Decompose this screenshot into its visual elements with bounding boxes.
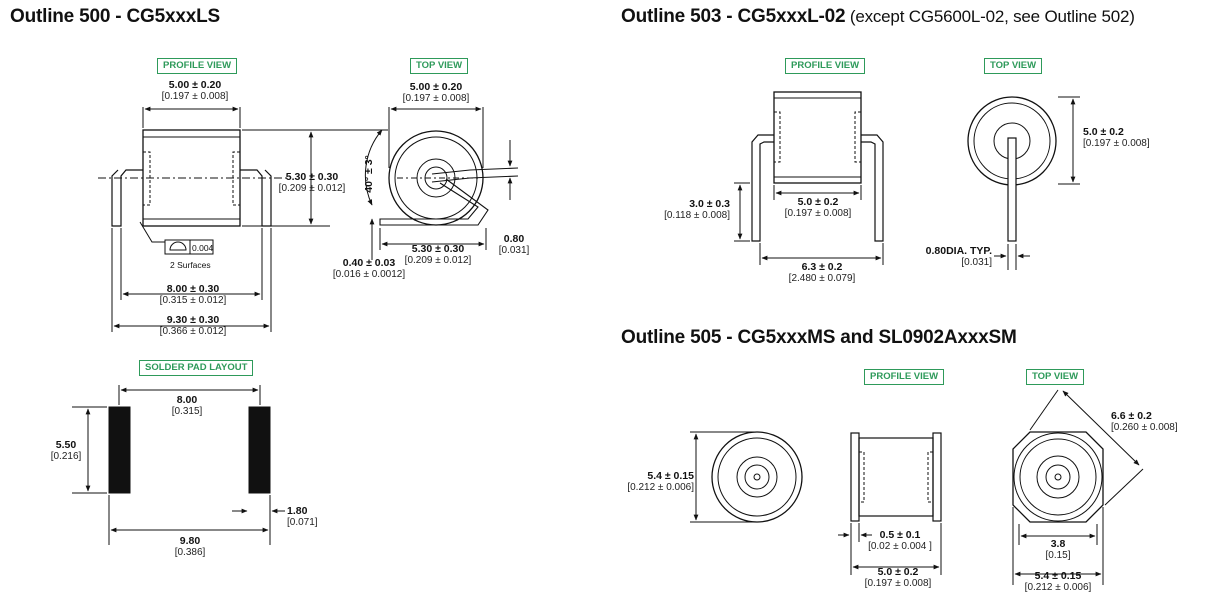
outline503-dim-wire: 0.80DIA. TYP. [0.031] <box>922 245 992 269</box>
outline503-dim-span: 6.3 ± 0.2 [2.480 ± 0.079] <box>778 261 866 285</box>
dim-alt: [0.031] <box>498 245 530 256</box>
dim-main: 3.8 <box>1050 538 1066 550</box>
outline500-top-view-tag: TOP VIEW <box>410 58 469 74</box>
outline500-top-width: 5.00 ± 0.20 [0.197 ± 0.008] <box>391 81 481 105</box>
outline503-title-main: Outline 503 - CG5xxxL-02 <box>621 6 846 27</box>
outline503-top-view-tag: TOP VIEW <box>984 58 1043 74</box>
dim-alt: [0.209 ± 0.012] <box>278 183 346 194</box>
outline500-dim-width: 5.00 ± 0.20 [0.197 ± 0.008] <box>150 79 240 103</box>
outline505-dim-inner: 3.8 [0.15] <box>1038 538 1078 562</box>
dim-alt: [2.480 ± 0.079] <box>788 273 856 284</box>
outline500-top-lead: 5.30 ± 0.30 [0.209 ± 0.012] <box>398 243 478 267</box>
outline500-top-drawing <box>364 106 519 260</box>
dim-alt: [0.212 ± 0.006] <box>627 482 694 493</box>
dim-alt: [0.02 ± 0.004 ] <box>868 541 932 552</box>
outline503-profile-drawing <box>734 91 884 265</box>
outline505-top-view-tag: TOP VIEW <box>1026 369 1085 385</box>
dim-alt: [0.260 ± 0.008] <box>1111 422 1178 433</box>
outline505-dim-diam: 5.4 ± 0.15 [0.212 ± 0.006] <box>618 470 694 494</box>
dim-alt: [0.386] <box>174 547 206 558</box>
dim-main: 5.50 <box>55 439 77 451</box>
outline505-front-drawing <box>690 431 803 523</box>
dim-alt: [0.197 ± 0.008] <box>784 208 852 219</box>
dim-main: 5.00 ± 0.20 <box>168 79 222 91</box>
flatness-note: 2 Surfaces <box>170 260 211 270</box>
dim-alt: [0.212 ± 0.006] <box>1024 582 1092 593</box>
dim-alt: [0.197 ± 0.008] <box>864 578 932 589</box>
dim-main: 6.3 ± 0.2 <box>801 261 843 273</box>
dim-alt: [0.209 ± 0.012] <box>404 255 472 266</box>
outline503-dim-diam: 5.0 ± 0.2 [0.197 ± 0.008] <box>1083 126 1163 150</box>
outline503-dim-lead: 3.0 ± 0.3 [0.118 ± 0.008] <box>652 198 730 222</box>
outline505-dim-cap: 0.5 ± 0.1 [0.02 ± 0.004 ] <box>862 529 938 553</box>
outline505-dim-len: 5.0 ± 0.2 [0.197 ± 0.008] <box>858 566 938 590</box>
dim-main: 5.0 ± 0.2 <box>1083 126 1124 138</box>
dim-alt: [0.071] <box>287 517 318 528</box>
dim-main: 5.0 ± 0.2 <box>797 196 839 208</box>
solder-width: 1.80 [0.071] <box>287 505 327 529</box>
dim-main: 0.40 ± 0.03 <box>342 257 396 269</box>
outline500-angle: 40° ± 3° <box>363 155 375 193</box>
dim-alt: [0.366 ± 0.012] <box>159 326 227 337</box>
outline500-dim-8: 8.00 ± 0.30 [0.315 ± 0.012] <box>148 283 238 307</box>
dim-alt: [0.197 ± 0.008] <box>161 91 229 102</box>
dim-main: 1.80 <box>287 505 308 517</box>
dim-alt: [0.216] <box>50 451 82 462</box>
dim-alt: [0.315 ± 0.012] <box>159 295 227 306</box>
dim-alt: [0.031] <box>961 257 992 268</box>
solder-pitch: 8.00 [0.315] <box>167 394 207 418</box>
outline503-top-drawing <box>967 96 1080 270</box>
dim-alt: [0.016 ± 0.0012] <box>332 269 406 280</box>
outline503-title: Outline 503 - CG5xxxL-02 (except CG5600L… <box>621 6 1135 28</box>
dim-alt: [0.15] <box>1045 550 1071 561</box>
outline505-dim-flat: 5.4 ± 0.15 [0.212 ± 0.006] <box>1018 570 1098 594</box>
dim-main: 8.00 ± 0.30 <box>166 283 220 295</box>
solder-height: 5.50 [0.216] <box>46 439 86 463</box>
dim-main: 0.5 ± 0.1 <box>879 529 921 541</box>
dim-main: 5.4 ± 0.15 <box>1034 570 1082 582</box>
outline500-title: Outline 500 - CG5xxxLS <box>10 6 220 27</box>
outline503-dim-body: 5.0 ± 0.2 [0.197 ± 0.008] <box>774 196 862 220</box>
dim-main: 5.4 ± 0.15 <box>647 470 694 482</box>
dim-main: 3.0 ± 0.3 <box>689 198 730 210</box>
solder-pad-tag: SOLDER PAD LAYOUT <box>139 360 254 376</box>
dim-alt: [0.315] <box>171 406 203 417</box>
outline500-top-wire: 0.80 [0.031] <box>494 233 534 257</box>
solder-pad-drawing <box>72 385 285 545</box>
dim-main: 5.30 ± 0.30 <box>285 171 339 183</box>
dim-main: 0.80DIA. TYP. <box>925 245 992 257</box>
dim-main: 5.00 ± 0.20 <box>409 81 463 93</box>
dim-main: 0.80 <box>503 233 525 245</box>
outline505-title: Outline 505 - CG5xxxMS and SL0902AxxxSM <box>621 327 1017 348</box>
dim-alt: [0.197 ± 0.008] <box>402 93 470 104</box>
outline505-dim-diag: 6.6 ± 0.2 [0.260 ± 0.008] <box>1111 410 1191 434</box>
dim-alt: [0.197 ± 0.008] <box>1083 138 1150 149</box>
dim-alt: [0.118 ± 0.008] <box>664 210 730 221</box>
dim-main: 5.30 ± 0.30 <box>411 243 465 255</box>
solder-total: 9.80 [0.386] <box>170 535 210 559</box>
flatness-value: 0.004 <box>192 243 214 253</box>
dim-main: 9.30 ± 0.30 <box>166 314 220 326</box>
outline505-profile-drawing <box>838 432 942 575</box>
outline500-top-thick: 0.40 ± 0.03 [0.016 ± 0.0012] <box>326 257 412 281</box>
dim-main: 8.00 <box>176 394 198 406</box>
outline500-profile-view-tag: PROFILE VIEW <box>157 58 238 74</box>
dim-main: 5.0 ± 0.2 <box>877 566 919 578</box>
outline503-profile-view-tag: PROFILE VIEW <box>785 58 866 74</box>
outline500-dim-93: 9.30 ± 0.30 [0.366 ± 0.012] <box>148 314 238 338</box>
outline500-dim-height: 5.30 ± 0.30 [0.209 ± 0.012] <box>272 171 352 195</box>
outline505-profile-view-tag: PROFILE VIEW <box>864 369 945 385</box>
outline500-profile-drawing <box>98 106 388 332</box>
outline503-subtitle: (except CG5600L-02, see Outline 502) <box>845 7 1135 26</box>
dim-main: 6.6 ± 0.2 <box>1111 410 1152 422</box>
outline505-top-drawing <box>1012 389 1144 585</box>
dim-main: 9.80 <box>179 535 201 547</box>
